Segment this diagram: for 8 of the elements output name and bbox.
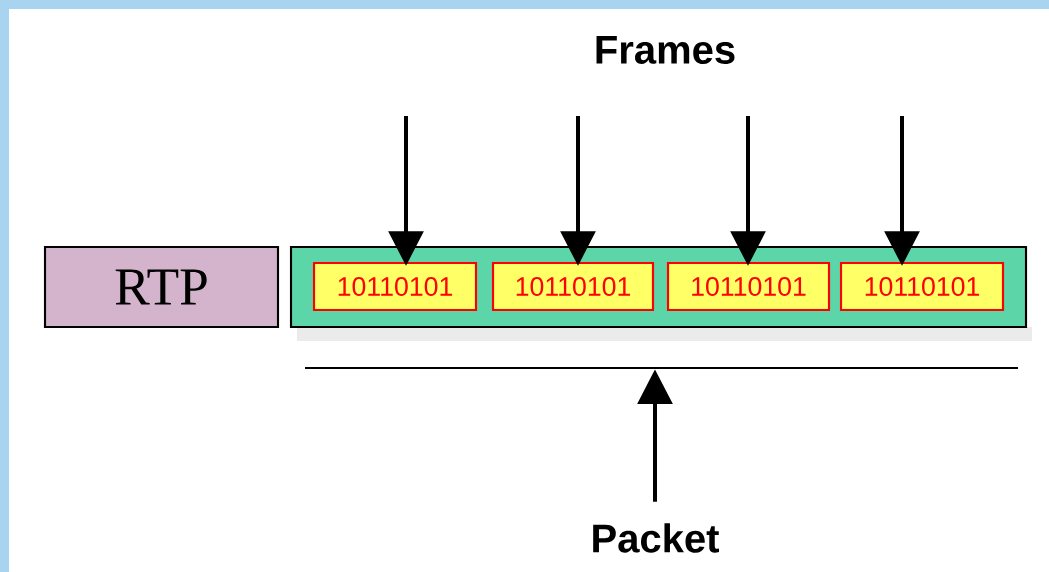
frame-box: 10110101 — [491, 261, 655, 312]
packet-span-line — [305, 367, 1018, 369]
caption-text: Frames — [596, 36, 735, 64]
frame-box: 10110101 — [839, 261, 1005, 312]
caption-text: Packet — [593, 523, 719, 553]
frame-box: 10110101 — [666, 261, 831, 312]
header-box: RTP — [43, 245, 280, 329]
frame-box: 10110101 — [312, 261, 478, 312]
